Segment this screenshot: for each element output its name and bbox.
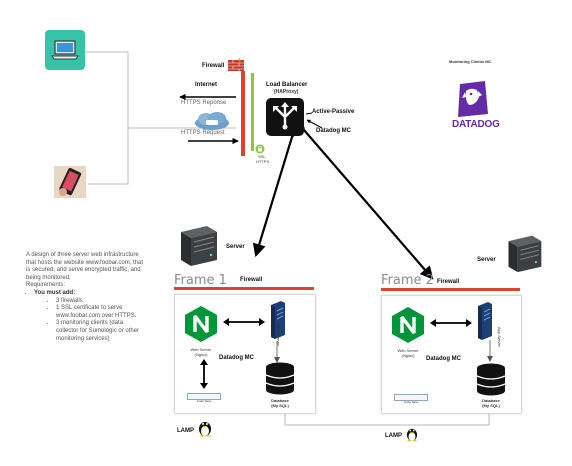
requirement-item: 1 SSL certificate to serve www.foobar.co… [56,305,146,320]
load-balancer-subtitle: (HAProxy) [274,89,299,95]
app-server-icon [476,302,492,340]
ssl-lock-icon [255,141,265,154]
server-label: Server [477,257,496,263]
frame-firewall-bar [174,287,314,290]
must-add-heading: You must add: [34,289,76,296]
datadog-mc-top-label: Datadog MC [316,128,351,134]
nginx-app-arrow [430,319,472,327]
code-base-box [187,393,221,400]
firewall-bar [241,71,245,156]
requirements-heading: Requirements: [26,282,66,289]
load-balancer-title: Load Balancer [266,82,308,88]
https-request-label: HTTPS Request [181,130,225,136]
frame-title: Frame 2 [381,273,434,288]
frame-title: Frame 1 [174,273,227,288]
server-tower-icon [503,232,545,274]
ssl-bar [251,73,254,151]
monitoring-clients-label: Monitoring Clients MC [449,59,492,64]
frame-firewall-label: Firewall [240,277,263,283]
laptop-link [80,51,236,129]
lamp-label: LAMP [385,433,402,439]
cloud-icon [192,110,232,132]
database-label: Database [482,398,500,403]
firewall-top-label: Firewall [202,63,225,69]
phone-link [88,128,129,185]
nginx-icon [390,306,426,344]
https-response-label: HTTPS Reponse [181,100,227,106]
description-block: A design of three server web infrastruct… [26,252,146,343]
lb-frame1-arrow [252,124,302,258]
datadog-logo-text: DATADOG [452,119,500,130]
app-server-icon [269,301,285,339]
description-intro: A design of three server web infrastruct… [26,252,144,281]
internet-label: Internet [195,82,218,88]
code-base-box [394,394,428,401]
nginx-label: (Nginx) [401,353,415,358]
datadog-dog-icon [457,81,488,117]
nginx-app-arrow [223,318,265,326]
load-balancer-icon [266,98,304,136]
nginx-label: (Nginx) [194,352,208,357]
app-db-arrow [487,340,493,362]
frame-firewall-bar [381,288,520,291]
lamp-label: LAMP [177,428,194,434]
mysql-label: (My SQL) [271,403,289,408]
nginx-icon [183,305,219,343]
requirement-item: 3 monitoring clients (data collector for… [56,320,146,343]
server-label: Server [226,244,245,250]
mysql-label: (My SQL) [482,403,500,408]
frame-box: App Server Web Server (Nginx) Datadog MC… [381,295,522,414]
ssl-label: SSL [258,154,266,159]
app-server-label: App Server [497,326,502,347]
frame-box: App Server Web Server (Nginx) Datadog MC… [174,294,316,414]
server-tower-icon [175,222,221,268]
web-server-label: Web Server [397,348,419,353]
datadog-mc-label: Datadog MC [426,356,461,362]
firewall-icon [228,58,244,72]
laptop-icon [45,30,85,70]
database-icon [476,363,506,396]
web-codebase-arrow [200,359,208,389]
active-passive-label: Active-Passive [312,109,355,115]
linux-tux-icon [198,419,212,437]
frame-firewall-label: Firewall [437,279,460,285]
datadog-mc-label: Datadog MC [219,355,254,361]
database-label: Database [271,398,289,403]
requirement-item: 3 firewalls [56,298,146,306]
database-icon [265,362,295,395]
datadog-lb-arrow [306,119,323,129]
code-base-label: Code base [196,399,212,403]
linux-tux-icon [406,426,418,442]
active-passive-arrow [305,112,313,115]
code-base-label: Code base [403,400,419,404]
lb-frame2-arrow [291,117,434,280]
https-label: HTTPS [256,159,270,164]
database-sync-line [284,410,490,426]
app-db-arrow [274,341,280,363]
web-server-label: Web Server [190,347,212,352]
smartphone-icon [54,166,86,198]
